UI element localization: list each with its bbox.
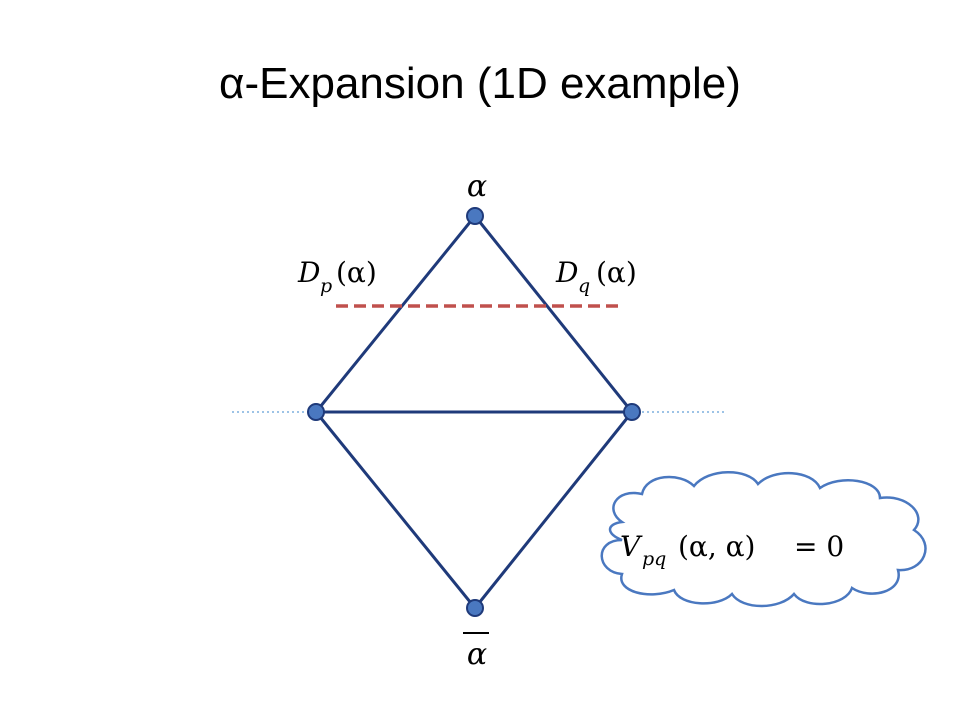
node-alpha-bar-bottom [466,599,484,617]
cloud-eq-base: V [620,530,643,563]
node-p [307,403,325,421]
cloud-callout: V pq (α, α) = 0 [600,471,927,608]
right-cost-label: D q (α) [555,256,637,297]
cloud-shape [600,471,927,608]
bottom-node-label: α [467,637,487,672]
cloud-eq-sub: pq [642,548,666,570]
left-cost-arg: (α) [336,256,377,289]
node-alpha-top [466,207,484,225]
cloud-eq-arg: (α, α) [678,530,755,563]
edge-top-right [473,215,634,413]
right-cost-sub: q [578,275,590,297]
left-cost-base: D [297,256,320,289]
right-cost-base: D [555,256,578,289]
left-cost-sub: p [320,275,332,297]
cloud-eq-equals: = 0 [794,530,844,563]
edge-bottom-right [473,411,634,609]
edge-top-left [314,215,477,413]
node-q [623,403,641,421]
left-cost-label: D p (α) [297,256,377,297]
edge-bottom-left [314,411,477,609]
slide-title: α-Expansion (1D example) [219,59,741,108]
top-node-label: α [467,169,487,204]
right-cost-arg: (α) [596,256,637,289]
